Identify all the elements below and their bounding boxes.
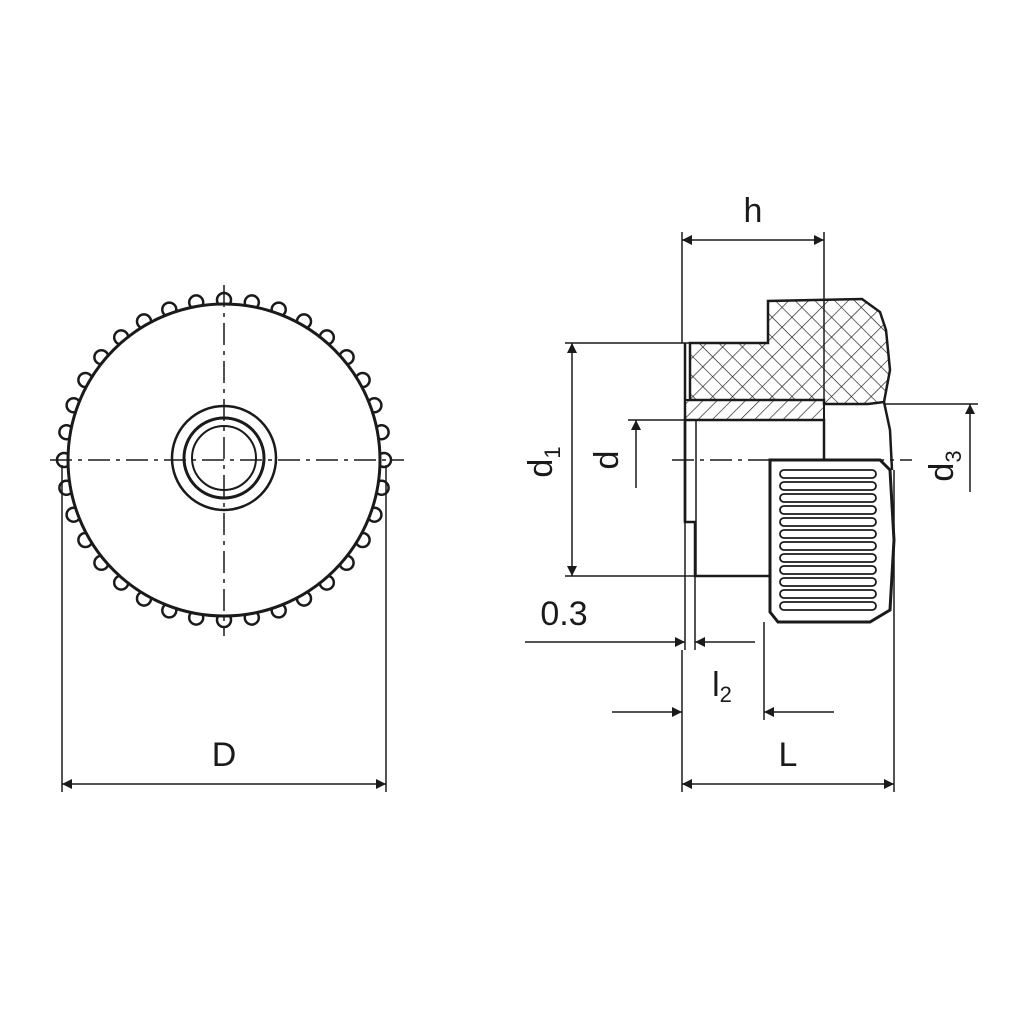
label-l2-sub: 2 bbox=[720, 682, 732, 707]
label-d: d bbox=[588, 451, 626, 470]
knob-section-upper bbox=[688, 297, 892, 406]
label-h: h bbox=[744, 192, 763, 230]
knurl-ridge bbox=[779, 589, 877, 599]
label-L: L bbox=[779, 736, 798, 774]
knurl-ridge bbox=[779, 493, 877, 503]
knurl-ridge bbox=[779, 565, 877, 575]
knurl-ridge bbox=[779, 529, 877, 539]
label-l2-main: l bbox=[712, 666, 720, 704]
label-d3: d3 bbox=[923, 450, 966, 481]
knurl-ridge bbox=[779, 541, 877, 551]
label-d3-sub: 3 bbox=[941, 450, 966, 462]
label-d1: d1 bbox=[522, 446, 565, 477]
knurl-ridge bbox=[779, 577, 877, 587]
label-d3-main: d bbox=[923, 463, 961, 482]
knurl-ridge bbox=[779, 517, 877, 527]
knurl-ridge bbox=[779, 505, 877, 515]
knurl-ridge bbox=[779, 601, 877, 611]
label-D: D bbox=[212, 736, 237, 774]
svg-text:d3: d3 bbox=[923, 450, 966, 481]
svg-text:d1: d1 bbox=[522, 446, 565, 477]
front-view bbox=[50, 285, 404, 792]
label-l2: l2 bbox=[712, 666, 732, 707]
insert-section bbox=[684, 399, 825, 421]
knurl-ridges bbox=[779, 469, 877, 611]
knurled-body bbox=[768, 458, 896, 624]
label-d1-sub: 1 bbox=[540, 446, 565, 458]
rim-outline-right bbox=[882, 401, 894, 471]
knurl-ridge bbox=[779, 469, 877, 479]
label-d1-main: d bbox=[522, 459, 560, 478]
knurl-ridge bbox=[779, 481, 877, 491]
side-view bbox=[525, 232, 978, 792]
knurl-ridge bbox=[779, 553, 877, 563]
label-d-text: d bbox=[588, 451, 626, 470]
label-offset: 0.3 bbox=[540, 595, 587, 633]
